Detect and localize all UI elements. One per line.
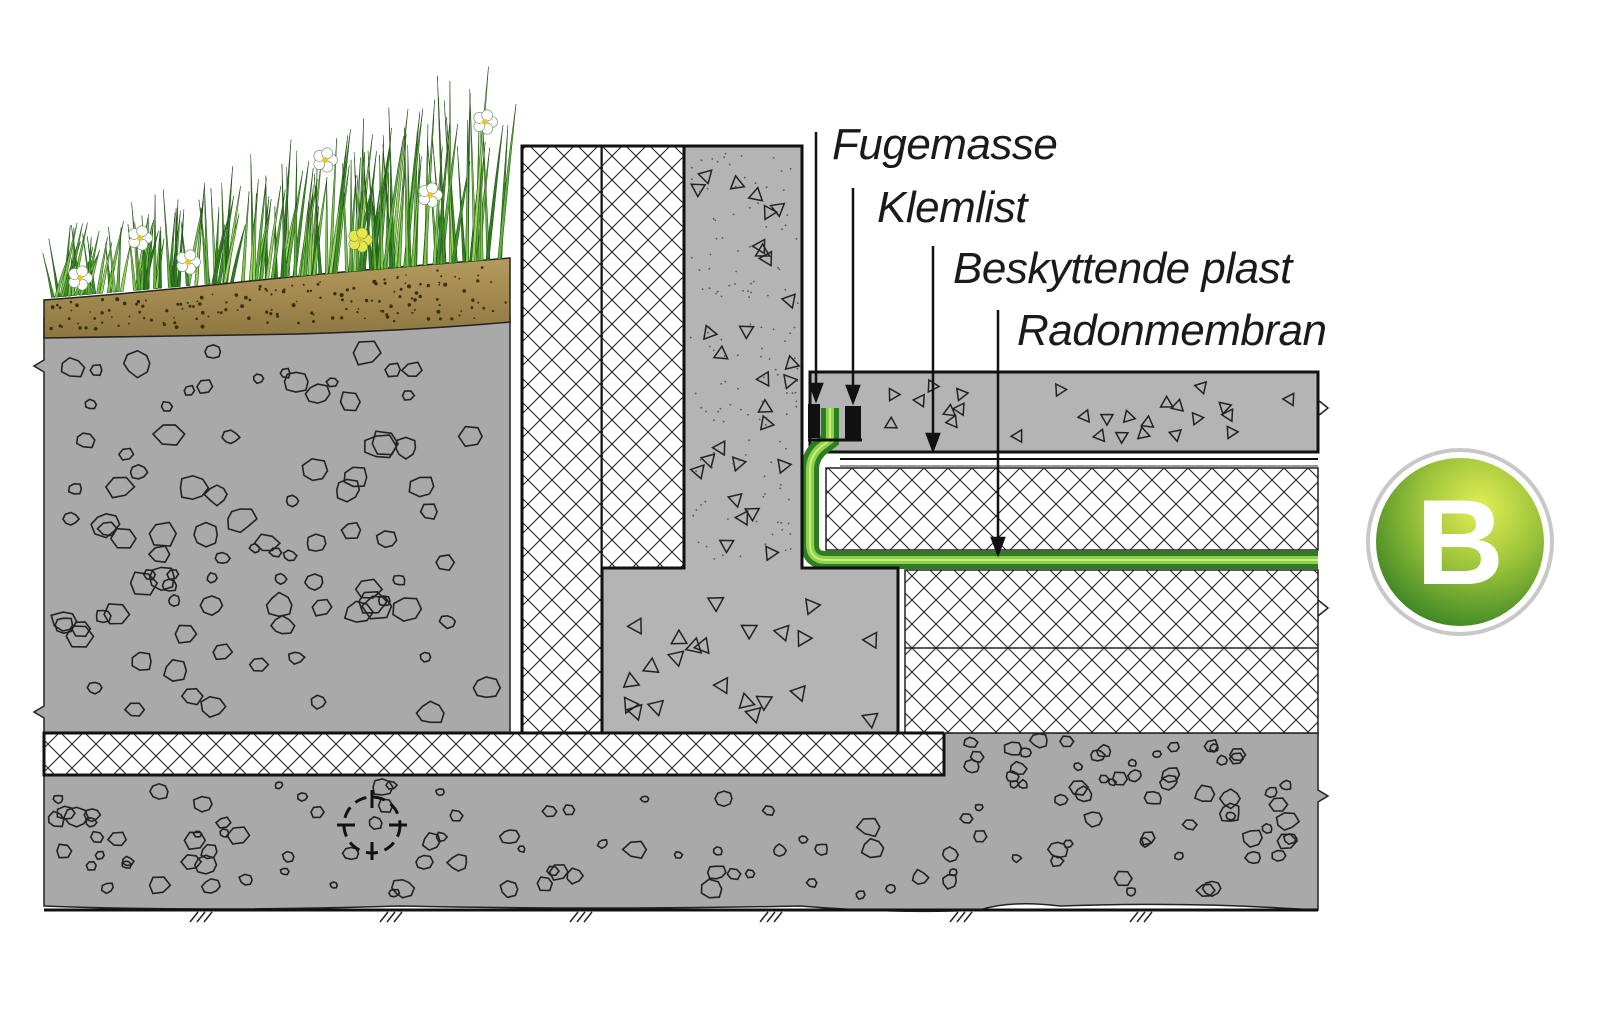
label-klemlist: Klemlist <box>877 183 1028 232</box>
clamp-strip <box>845 406 861 440</box>
badge-letter: B <box>1415 474 1505 610</box>
badge-container: B <box>1370 452 1550 632</box>
foundation-wall-concrete <box>600 144 900 735</box>
label-beskyttende-plast: Beskyttende plast <box>953 244 1292 293</box>
backfill-gravel <box>32 317 511 734</box>
category-badge <box>1366 448 1554 636</box>
grass-illustration <box>42 66 517 298</box>
radon-membrane <box>801 408 1318 569</box>
sealant-joint <box>808 404 820 438</box>
topsoil-layer <box>43 257 511 339</box>
wall-insulation-inner <box>601 145 685 569</box>
underfloor-insulation-upper <box>825 467 1319 551</box>
underfloor-insulation-lower <box>904 569 1319 734</box>
label-radonmembran: Radonmembran <box>1017 306 1327 355</box>
gravel-bed <box>43 732 1330 923</box>
label-fugemasse: Fugemasse <box>832 120 1058 169</box>
ground-insulation-board <box>42 731 946 777</box>
callout-leaders <box>808 132 1006 558</box>
wall-insulation-outer <box>520 144 604 735</box>
floor-slab <box>808 370 1330 454</box>
drain-pipe-symbol <box>337 790 407 860</box>
